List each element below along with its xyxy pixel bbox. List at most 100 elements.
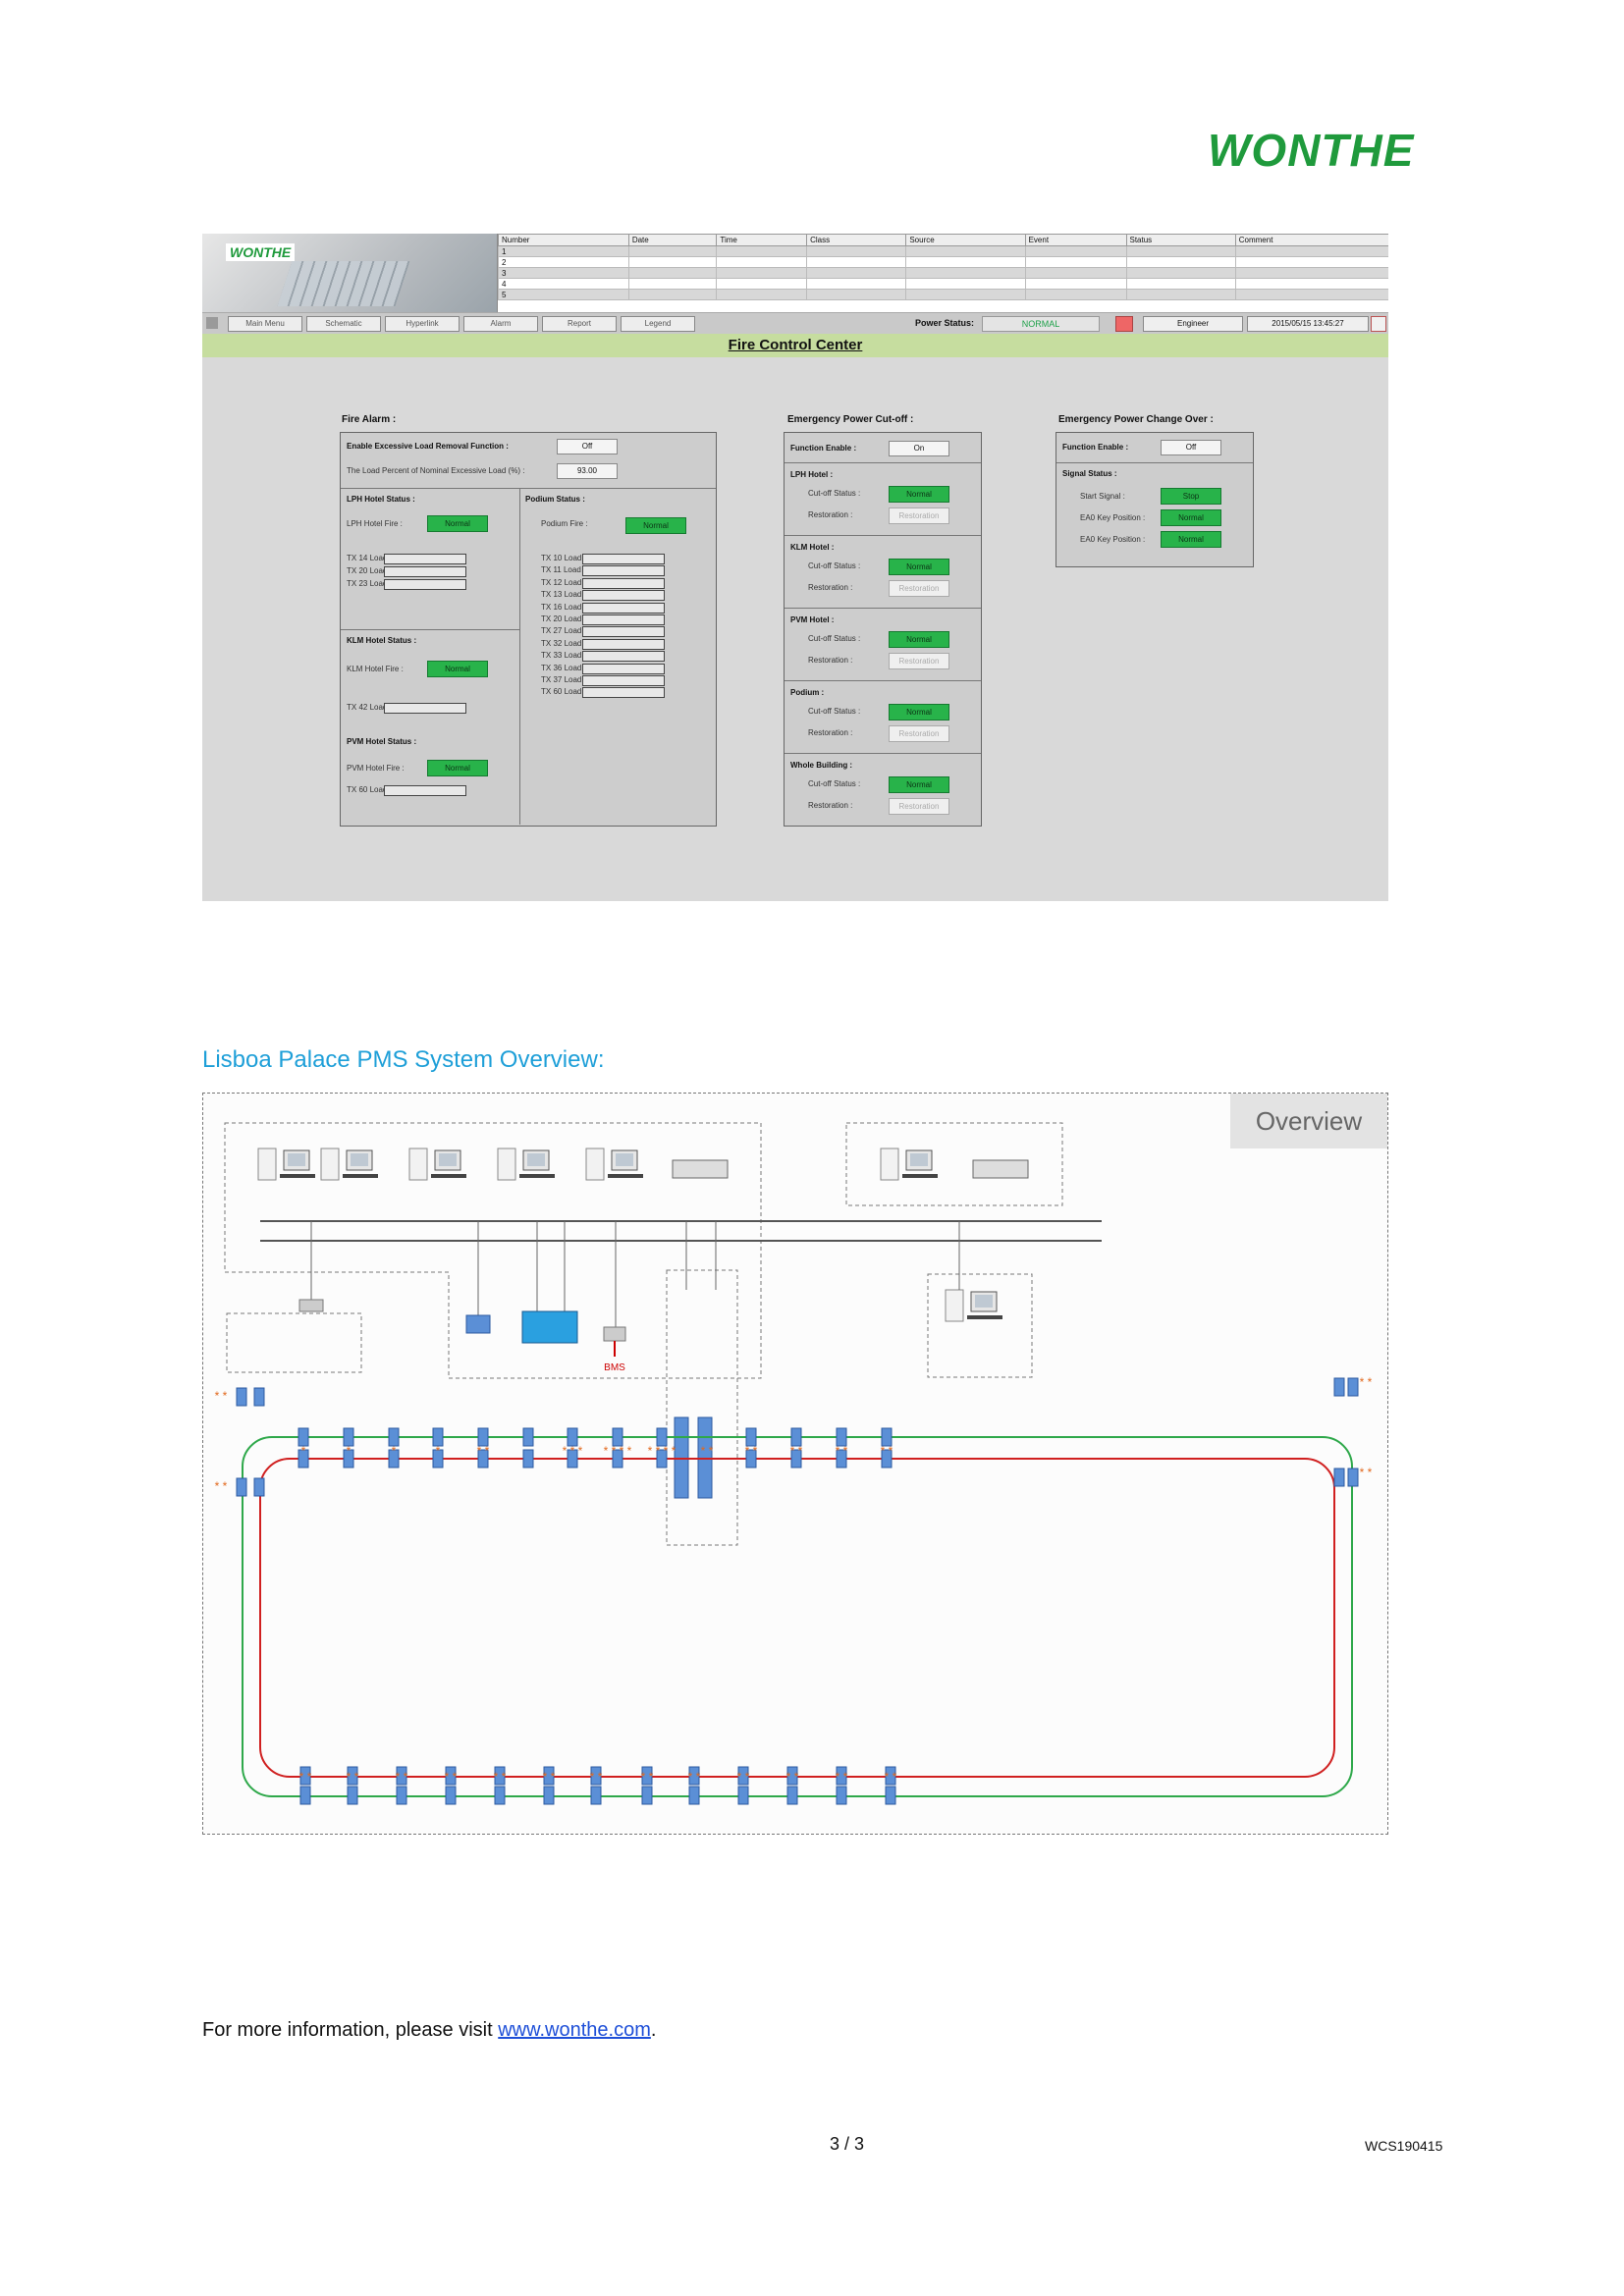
page-number: 3 / 3 — [830, 2134, 865, 2154]
divider-vertical — [519, 488, 520, 825]
redundancy-marker: * * — [836, 1444, 848, 1458]
event-cell — [716, 256, 808, 268]
footer-text: For more information, please visit www.w… — [202, 2019, 656, 2042]
power-status-value: NORMAL — [982, 316, 1100, 332]
event-cell — [905, 267, 1026, 279]
network-device — [786, 1786, 798, 1805]
network-device — [567, 1449, 578, 1468]
bms-gateway — [603, 1326, 626, 1342]
tower-computer — [257, 1148, 277, 1181]
cutoff-panel: Function Enable : On LPH Hotel :Cut-off … — [784, 432, 982, 827]
pvm-fire-label: PVM Hotel Fire : — [347, 764, 405, 773]
network-device — [298, 1449, 309, 1468]
website-link[interactable]: www.wonthe.com — [498, 2019, 651, 2041]
divider — [785, 753, 981, 754]
event-row[interactable]: 3 — [498, 267, 1388, 279]
network-device — [347, 1766, 358, 1786]
restoration-button[interactable]: Restoration — [889, 507, 949, 524]
event-column-header: Comment — [1234, 234, 1388, 246]
user-icon[interactable] — [1115, 316, 1133, 332]
event-row[interactable]: 2 — [498, 256, 1388, 268]
network-device — [881, 1427, 893, 1447]
restoration-button[interactable]: Restoration — [889, 653, 949, 669]
event-cell — [1125, 278, 1236, 290]
datetime: 2015/05/15 13:45:27 — [1247, 316, 1369, 332]
event-row[interactable]: 4 — [498, 278, 1388, 290]
network-device — [836, 1427, 847, 1447]
printer — [672, 1159, 729, 1179]
start-signal-status: Stop — [1161, 488, 1221, 505]
event-cell — [716, 278, 808, 290]
menu-hyperlink[interactable]: Hyperlink — [385, 316, 460, 332]
network-device — [299, 1786, 311, 1805]
menu-legend[interactable]: Legend — [621, 316, 695, 332]
menu-bar: Main Menu Schematic Hyperlink Alarm Repo… — [202, 312, 1388, 335]
load-bar — [384, 566, 466, 577]
load-bar — [582, 626, 665, 638]
calendar-icon[interactable] — [1371, 316, 1386, 332]
bms-label: BMS — [604, 1362, 625, 1373]
changeover-func-button[interactable]: Off — [1161, 440, 1221, 455]
cutoff-status-value: Normal — [889, 776, 949, 793]
klm-fire-label: KLM Hotel Fire : — [347, 665, 404, 673]
load-label: TX 60 Load : — [347, 785, 392, 794]
network-device — [396, 1766, 407, 1786]
redundancy-marker: * * — [396, 1770, 408, 1784]
network-device — [445, 1786, 457, 1805]
event-cell — [806, 256, 907, 268]
event-cell — [905, 256, 1026, 268]
cutoff-func-button[interactable]: On — [889, 441, 949, 456]
redundancy-marker: * * — [215, 1389, 228, 1403]
green-ring — [242, 1436, 1353, 1797]
load-label: TX 36 Load : — [541, 663, 586, 672]
network-device — [432, 1427, 444, 1447]
redundancy-marker: * — [392, 1444, 397, 1458]
event-column-header: Source — [905, 234, 1026, 246]
network-device — [790, 1449, 802, 1468]
event-cell: 3 — [498, 267, 629, 279]
event-cell: 1 — [498, 245, 629, 257]
event-row[interactable]: 1 — [498, 245, 1388, 257]
back-arrow-icon[interactable] — [206, 317, 218, 329]
menu-report[interactable]: Report — [542, 316, 617, 332]
redundancy-marker: * * * * — [604, 1444, 632, 1458]
network-device — [253, 1477, 265, 1497]
restoration-button[interactable]: Restoration — [889, 580, 949, 597]
event-column-header: Status — [1125, 234, 1236, 246]
footer-prefix: For more information, please visit — [202, 2019, 499, 2041]
overview-tab[interactable]: Overview — [1230, 1094, 1387, 1148]
event-cell — [1234, 256, 1388, 268]
restoration-button[interactable]: Restoration — [889, 798, 949, 815]
restoration-label: Restoration : — [808, 583, 853, 592]
event-cell — [1024, 245, 1127, 257]
menu-main-menu[interactable]: Main Menu — [228, 316, 302, 332]
menu-schematic[interactable]: Schematic — [306, 316, 381, 332]
redundancy-marker: * * — [881, 1444, 893, 1458]
cutoff-status-label: Cut-off Status : — [808, 489, 861, 498]
redundancy-marker: * * — [590, 1770, 603, 1784]
load-bar — [582, 663, 665, 674]
load-percent-input[interactable]: 93.00 — [557, 463, 618, 479]
restoration-label: Restoration : — [808, 656, 853, 665]
redundancy-marker: * — [347, 1444, 352, 1458]
lph-fire-label: LPH Hotel Fire : — [347, 519, 403, 528]
overview-heading: Lisboa Palace PMS System Overview: — [202, 1046, 605, 1073]
event-row[interactable]: 5 — [498, 289, 1388, 300]
redundancy-marker: * * * — [563, 1444, 583, 1458]
podium-status-label: Podium Status : — [525, 495, 585, 504]
keyboard — [608, 1174, 643, 1178]
cutoff-group-name: LPH Hotel : — [790, 470, 834, 479]
network-device — [445, 1766, 457, 1786]
load-label: TX 12 Load : — [541, 577, 586, 587]
divider — [1056, 462, 1253, 463]
event-column-header: Class — [806, 234, 907, 246]
tower-computer — [945, 1289, 964, 1322]
redundancy-marker: * * — [786, 1770, 799, 1784]
enable-excess-button[interactable]: Off — [557, 439, 618, 454]
event-cell — [1024, 278, 1127, 290]
network-device — [737, 1766, 749, 1786]
menu-alarm[interactable]: Alarm — [463, 316, 538, 332]
keyboard — [519, 1174, 555, 1178]
event-cell — [1234, 267, 1388, 279]
restoration-button[interactable]: Restoration — [889, 725, 949, 742]
